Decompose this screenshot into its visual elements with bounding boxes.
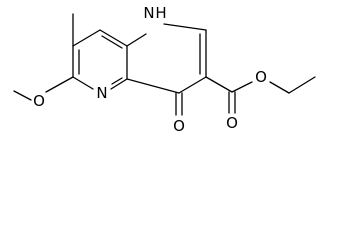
bond-ch2-ch3: [288, 76, 316, 94]
bond-n5-c4a: [110, 78, 128, 90]
atom-label-n1: N: [143, 4, 154, 22]
atom-labels: H N N O O O O: [33, 4, 267, 135]
chemical-structure-diagram: H N N O O O O: [13, 4, 316, 135]
bond-n1-c2: [163, 23, 207, 31]
bond-ester-o-ch2: [269, 81, 290, 94]
atom-label-h: H: [155, 4, 166, 22]
bond-c8-c8a-inner: [101, 35, 123, 49]
left-ring-bonds: [72, 29, 128, 90]
bond-c3-c4: [178, 76, 207, 94]
bond-c6-methoxy-o: [45, 76, 74, 93]
bond-c4-c4a: [126, 78, 180, 94]
bond-c8-c8a: [99, 29, 128, 47]
bond-methoxy-o-ch3: [13, 90, 32, 101]
atom-label-n5: N: [96, 84, 107, 102]
bond-c7-c8: [72, 29, 101, 47]
atom-label-ester-carbonyl-o: O: [226, 114, 238, 132]
bond-c3-ester-c: [205, 76, 233, 93]
right-ring-bonds: [126, 23, 207, 94]
atom-label-carbonyl-o: O: [173, 117, 185, 135]
bond-ester-c-o: [231, 81, 253, 93]
atom-label-methoxy-o: O: [33, 92, 45, 110]
atom-label-ester-o: O: [255, 68, 267, 86]
bond-n5-c4a-inner: [111, 77, 123, 85]
substituent-bonds: [13, 13, 316, 116]
bond-c6-n5: [72, 76, 94, 90]
bond-c8a-n1: [126, 33, 147, 47]
